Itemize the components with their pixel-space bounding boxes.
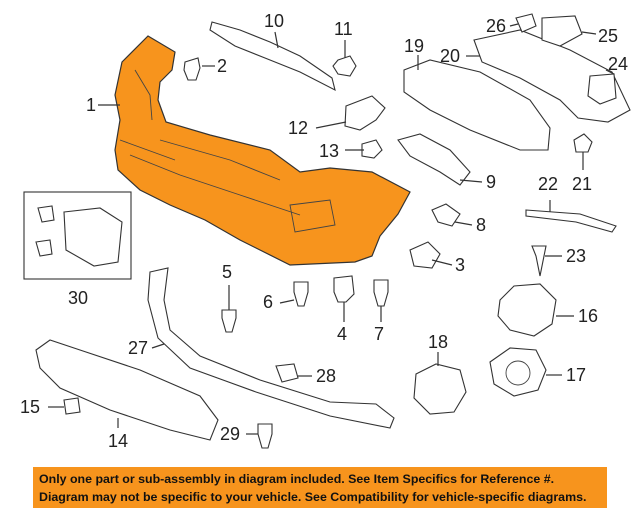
screw-23[interactable] [531, 245, 547, 277]
callout-10: 10 [264, 11, 284, 31]
callout-4: 4 [337, 324, 347, 344]
bracket-12[interactable] [344, 95, 386, 131]
callout-26: 26 [486, 16, 506, 36]
callout-23: 23 [566, 246, 586, 266]
callout-6: 6 [263, 292, 273, 312]
bolt-30b[interactable] [35, 239, 53, 257]
callout-22: 22 [538, 174, 558, 194]
callout-20: 20 [440, 46, 460, 66]
bolt-13[interactable] [361, 139, 383, 159]
bumper-cover[interactable] [114, 35, 411, 266]
clip-4[interactable] [333, 275, 355, 303]
callout-7: 7 [374, 324, 384, 344]
callout-3: 3 [455, 255, 465, 275]
leader-lines [48, 23, 615, 435]
callout-11: 11 [334, 19, 353, 39]
callout-9: 9 [486, 172, 496, 192]
bolt-5[interactable] [221, 309, 237, 333]
callout-12: 12 [288, 118, 308, 138]
bolt-30a[interactable] [37, 205, 55, 223]
strip-22[interactable] [525, 209, 617, 233]
callout-13: 13 [319, 141, 339, 161]
callout-30: 30 [68, 288, 88, 308]
callout-15: 15 [20, 397, 40, 417]
plug-26[interactable] [515, 13, 537, 33]
callout-17: 17 [566, 365, 586, 385]
nut-21[interactable] [573, 133, 593, 153]
upper-retainer[interactable] [209, 21, 336, 92]
callout-5: 5 [222, 262, 232, 282]
sensor-25[interactable] [541, 15, 583, 47]
bezel-16[interactable] [497, 283, 557, 337]
callout-28: 28 [316, 366, 336, 386]
callout-8: 8 [476, 215, 486, 235]
bolt-6[interactable] [293, 281, 309, 307]
support-9[interactable] [397, 133, 471, 186]
callout-1: 1 [86, 95, 96, 115]
callout-16: 16 [578, 306, 598, 326]
bezel-17-opening [505, 360, 531, 386]
bezel-17[interactable] [489, 347, 547, 397]
callout-27: 27 [128, 338, 148, 358]
disclaimer-line-2: Diagram may not be specific to your vehi… [39, 490, 587, 504]
clip-28[interactable] [275, 363, 299, 383]
callout-21: 21 [572, 174, 592, 194]
callout-14: 14 [108, 431, 128, 451]
clip-2[interactable] [183, 57, 201, 81]
frame-18[interactable] [413, 363, 467, 415]
bracket-3[interactable] [409, 241, 441, 269]
bracket-24[interactable] [587, 73, 617, 105]
clip-8[interactable] [431, 203, 461, 227]
callout-25: 25 [598, 26, 618, 46]
bracket-30[interactable] [63, 207, 123, 267]
skid-plate-14[interactable] [35, 339, 219, 441]
disclaimer-line-1: Only one part or sub-assembly in diagram… [39, 472, 555, 486]
bolt-7[interactable] [373, 279, 389, 307]
callout-numbers: 1 2 3 4 5 6 7 8 9 10 11 12 13 14 15 16 1… [20, 11, 628, 451]
lower-spoiler-27[interactable] [147, 267, 395, 429]
disclaimer-banner: Only one part or sub-assembly in diagram… [33, 467, 607, 508]
energy-absorber[interactable] [403, 59, 551, 151]
callout-2: 2 [217, 56, 227, 76]
callout-19: 19 [404, 36, 424, 56]
callout-24: 24 [608, 54, 628, 74]
clip-15[interactable] [63, 397, 81, 415]
callout-18: 18 [428, 332, 448, 352]
nut-11[interactable] [332, 55, 357, 77]
bolt-29[interactable] [257, 423, 273, 449]
callout-29: 29 [220, 424, 240, 444]
